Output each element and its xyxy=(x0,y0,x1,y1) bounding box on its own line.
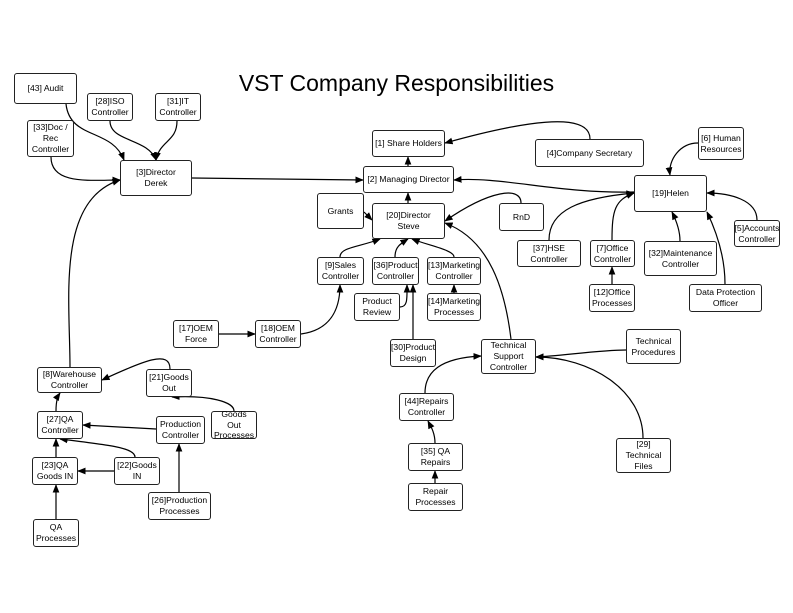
connector-office-to-helen xyxy=(611,192,635,241)
connector-docrec-to-derek xyxy=(50,156,121,184)
connector-hse-to-helen xyxy=(548,190,635,241)
node-data-protection-officer[interactable]: Data Protection Officer xyxy=(689,284,762,312)
node-it-controller[interactable]: [31]IT Controller xyxy=(155,93,201,121)
node-accounts-controller[interactable]: [5]Accounts Controller xyxy=(734,220,780,247)
connector-helen-to-md xyxy=(453,176,635,193)
connector-maint-to-helen xyxy=(671,211,681,242)
node-qa-goods-in[interactable]: [23]QA Goods IN xyxy=(32,457,78,485)
node-office-processes[interactable]: [12]Office Processes xyxy=(589,284,635,312)
diagram-title: VST Company Responsibilities xyxy=(0,70,793,97)
connector-qarepairs-to-repairs xyxy=(427,420,436,444)
connector-marketing-to-steve xyxy=(411,238,455,258)
node-maintenance-controller[interactable]: [32]Maintenance Controller xyxy=(644,241,717,276)
node-doc-rec-controller[interactable]: [33]Doc / Rec Controller xyxy=(27,120,74,157)
node-qa-processes[interactable]: QA Processes xyxy=(33,519,79,547)
connector-accounts-to-helen xyxy=(706,189,758,221)
node-qa-repairs[interactable]: [35] QA Repairs xyxy=(408,443,463,471)
connector-tech-to-steve xyxy=(444,222,512,340)
connector-oemctrl-to-sales xyxy=(300,284,344,335)
node-marketing-processes[interactable]: [14]Marketing Processes xyxy=(427,293,481,321)
node-repairs-controller[interactable]: [44]Repairs Controller xyxy=(399,393,454,421)
node-oem-force[interactable]: [17]OEM Force xyxy=(173,320,219,348)
node-qa-controller[interactable]: [27]QA Controller xyxy=(37,411,83,439)
node-human-resources[interactable]: [6] Human Resources xyxy=(698,127,744,160)
title-text: VST Company Responsibilities xyxy=(238,70,555,96)
connector-product-to-steve xyxy=(394,238,409,258)
node-technical-support-controller[interactable]: Technical Support Controller xyxy=(481,339,536,374)
node-helen[interactable]: [19]Helen xyxy=(634,175,707,212)
connector-rnd-to-steve xyxy=(444,192,522,222)
connector-iso-to-derek xyxy=(109,120,157,161)
connector-techproc-to-tech xyxy=(535,349,627,361)
connector-derek-to-md xyxy=(191,176,364,184)
connector-sales-to-steve xyxy=(339,238,381,258)
node-product-design[interactable]: [30]Product Design xyxy=(390,339,436,367)
node-iso-controller[interactable]: [28]ISO Controller xyxy=(87,93,133,121)
node-managing-director[interactable]: [2] Managing Director xyxy=(363,166,454,193)
node-oem-controller[interactable]: [18]OEM Controller xyxy=(255,320,301,348)
connector-companysec-to-shareholders xyxy=(444,121,591,145)
node-rnd[interactable]: RnD xyxy=(499,203,544,231)
node-repair-processes[interactable]: Repair Processes xyxy=(408,483,463,511)
node-grants[interactable]: Grants xyxy=(317,193,364,229)
node-production-processes[interactable]: [26]Production Processes xyxy=(148,492,211,520)
connector-production-to-qa xyxy=(82,422,157,430)
node-director-steve[interactable]: [20]Director Steve xyxy=(372,203,445,239)
connector-goodsout-to-warehouse xyxy=(101,358,171,381)
node-marketing-controller[interactable]: [13]Marketing Controller xyxy=(427,257,481,285)
node-production-controller[interactable]: Production Controller xyxy=(156,416,205,444)
connector-techfiles-to-tech xyxy=(535,353,644,439)
connector-it-to-derek xyxy=(154,120,178,161)
connector-goodsin-to-qa xyxy=(59,436,136,458)
node-goods-in[interactable]: [22]Goods IN xyxy=(114,457,160,485)
node-hse-controller[interactable]: [37]HSE Controller xyxy=(517,240,581,267)
connector-warehouse-to-derek xyxy=(68,179,121,368)
node-office-controller[interactable]: [7]Office Controller xyxy=(590,240,635,267)
node-warehouse-controller[interactable]: [8]Warehouse Controller xyxy=(37,367,102,393)
node-technical-files[interactable]: [29] Technical Files xyxy=(616,438,671,473)
connector-dpo-to-helen xyxy=(706,211,726,285)
connector-grants-to-steve xyxy=(363,211,373,221)
node-director-derek[interactable]: [3]Director Derek xyxy=(120,160,192,196)
node-product-review[interactable]: Product Review xyxy=(354,293,400,321)
connector-repairs-to-tech xyxy=(424,353,482,394)
connector-review-to-product xyxy=(399,284,411,308)
node-audit[interactable]: [43] Audit xyxy=(14,73,77,104)
node-product-controller[interactable]: [36]Product Controller xyxy=(372,257,419,285)
node-goods-out[interactable]: [21]Goods Out xyxy=(146,369,192,397)
node-goods-out-processes[interactable]: Goods Out Processes xyxy=(211,409,257,440)
node-share-holders[interactable]: [1] Share Holders xyxy=(372,130,445,157)
node-technical-procedures[interactable]: Technical Procedures xyxy=(626,329,681,364)
connector-hr-to-helen xyxy=(665,142,699,176)
node-sales-controller[interactable]: [9]Sales Controller xyxy=(317,257,364,285)
connector-qa-to-warehouse xyxy=(53,392,61,412)
connector-audit-to-derek xyxy=(65,103,125,161)
node-company-secretary[interactable]: [4]Company Secretary xyxy=(535,139,644,167)
